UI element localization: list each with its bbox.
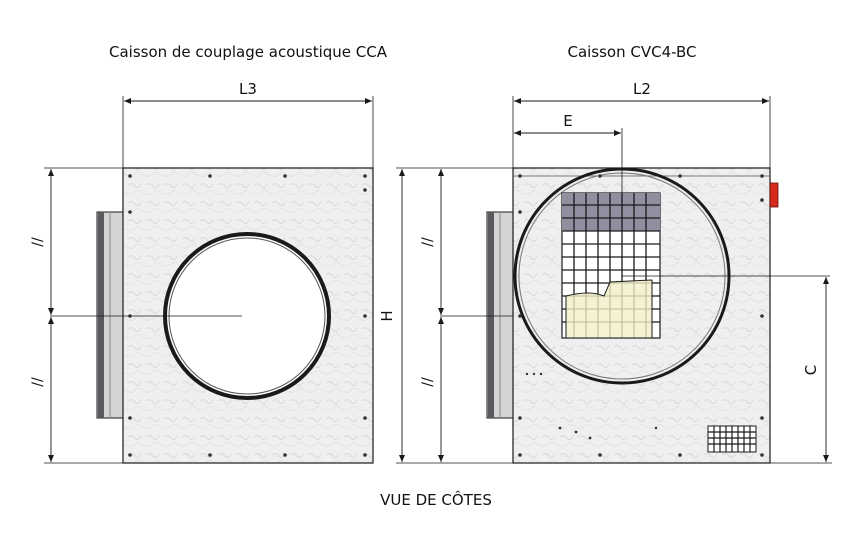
- title-left: Caisson de couplage acoustique CCA: [109, 43, 388, 61]
- vent-grille: [707, 425, 757, 453]
- cca-box: [50, 167, 374, 464]
- dimension-c: C: [770, 277, 832, 464]
- dimension-left-halves: // //: [30, 167, 123, 464]
- half-mark-left-top: //: [30, 237, 46, 247]
- label-l2: L2: [633, 80, 651, 98]
- half-mark-right-bottom: //: [420, 377, 436, 387]
- motor-shape: [565, 279, 653, 339]
- dimension-l3: L3: [122, 80, 374, 168]
- label-h: H: [378, 310, 396, 321]
- cvc-box: [440, 128, 830, 464]
- label-l3: L3: [239, 80, 257, 98]
- half-mark-right-top: //: [420, 237, 436, 247]
- label-c: C: [802, 365, 820, 375]
- fan-grille: [561, 192, 661, 339]
- dimension-right-halves: // //: [420, 169, 444, 462]
- red-connector: [769, 182, 779, 208]
- dimension-e: E: [514, 112, 621, 136]
- label-e: E: [563, 112, 572, 130]
- dimension-l2: L2: [512, 80, 771, 168]
- half-mark-left-bottom: //: [30, 377, 46, 387]
- dimension-h: H: [378, 167, 513, 464]
- title-right: Caisson CVC4-BC: [567, 43, 696, 61]
- caption: VUE DE CÔTES: [380, 490, 492, 509]
